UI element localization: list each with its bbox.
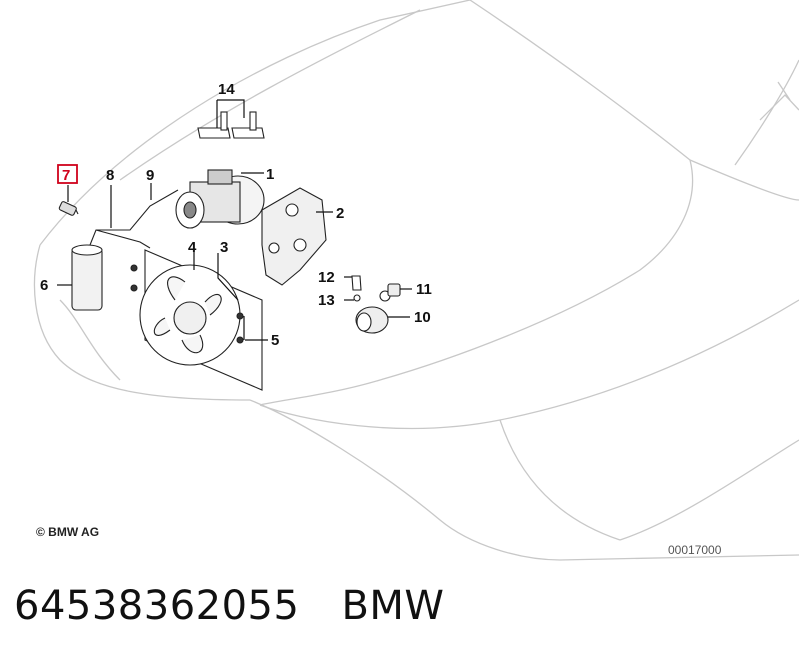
callout-10: 10 <box>414 309 431 326</box>
compressor <box>175 169 265 229</box>
leader-lines <box>57 99 412 341</box>
receiver-drier <box>71 244 103 311</box>
callout-6: 6 <box>40 277 48 294</box>
callout-12: 12 <box>318 269 335 286</box>
callout-7: 7 <box>62 167 70 184</box>
expansion-valve <box>351 275 401 334</box>
callout-labels: 14 1 2 4 3 5 6 7 8 9 12 13 11 10 <box>40 81 432 349</box>
refrigerant-lines <box>89 189 179 249</box>
callout-4: 4 <box>188 239 197 256</box>
callout-11: 11 <box>416 281 432 298</box>
callout-8: 8 <box>106 167 114 184</box>
car-outline <box>33 0 799 561</box>
diagram-id: 00017000 <box>668 543 722 557</box>
callout-5: 5 <box>271 332 279 349</box>
callout-13: 13 <box>318 292 335 309</box>
part-caption: 64538362055 BMW <box>14 583 486 629</box>
screws <box>130 264 244 344</box>
bracket-parts <box>197 111 265 139</box>
callout-1: 1 <box>266 166 274 183</box>
pressure-switch <box>58 201 79 216</box>
condenser-fan <box>139 249 263 391</box>
callout-9: 9 <box>146 167 154 184</box>
part-number: 64538362055 <box>14 583 300 629</box>
callout-14: 14 <box>218 81 235 98</box>
callout-3: 3 <box>220 239 228 256</box>
copyright-notice: © BMW AG <box>36 525 100 539</box>
brand-name: BMW <box>341 583 445 629</box>
compressor-bracket <box>261 187 327 286</box>
callout-2: 2 <box>336 205 344 222</box>
highlight-box <box>57 164 78 184</box>
